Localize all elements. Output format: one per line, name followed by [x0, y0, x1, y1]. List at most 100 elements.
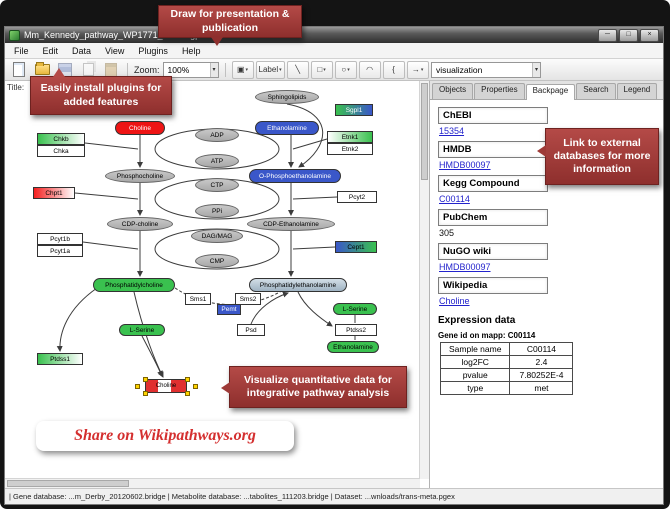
- visualization-combobox[interactable]: visualization ▾: [431, 61, 541, 78]
- node-o-phosphoethanolamine[interactable]: O-Phosphoethanolamine: [249, 169, 341, 183]
- node-l-serine[interactable]: L-Serine: [333, 303, 377, 315]
- node-psd[interactable]: Psd: [237, 324, 265, 336]
- selection-handle[interactable]: [193, 384, 198, 389]
- node-cdp-choline[interactable]: CDP-choline: [107, 217, 173, 231]
- expression-data-title: Expression data: [438, 315, 516, 326]
- node-phosphatidylethanolamine[interactable]: Phosphatidylethanolamine: [249, 278, 347, 292]
- node-label: Ptdss2: [346, 326, 366, 334]
- node-label: Ethanolamine: [267, 124, 307, 132]
- node-label: Chkb: [53, 135, 69, 143]
- backpage-header-hmdb: HMDB: [438, 141, 548, 158]
- datanode-tool[interactable]: ▣▾: [231, 60, 254, 79]
- line-tool[interactable]: ╲: [286, 60, 309, 79]
- selection-handle[interactable]: [135, 384, 140, 389]
- oval-tool[interactable]: ○▾: [334, 60, 357, 79]
- node-etnk2[interactable]: Etnk2: [327, 143, 373, 155]
- node-sms1[interactable]: Sms1: [185, 293, 211, 305]
- selection-handle[interactable]: [143, 391, 148, 396]
- node-label: L-Serine: [342, 305, 368, 313]
- node-choline[interactable]: Choline: [115, 121, 165, 135]
- oval-tool-glyph: ○: [341, 65, 347, 74]
- node-ethanolamine[interactable]: Ethanolamine: [327, 341, 379, 353]
- node-ctp[interactable]: CTP: [195, 178, 239, 192]
- node-sgpl1[interactable]: Sgpl1: [335, 104, 373, 116]
- node-phosphatidylcholine[interactable]: Phosphatidylcholine: [93, 278, 175, 292]
- tab-backpage[interactable]: Backpage: [525, 84, 576, 100]
- vertical-scrollbar-thumb[interactable]: [421, 83, 428, 180]
- node-cdp-ethanolamine[interactable]: CDP-Ethanolamine: [247, 217, 335, 231]
- open-button[interactable]: [32, 60, 52, 79]
- node-pcyt1b[interactable]: Pcyt1b: [37, 233, 83, 245]
- node-etnk1[interactable]: Etnk1: [327, 131, 373, 143]
- label-tool[interactable]: Label▾: [255, 60, 285, 79]
- zoom-combobox[interactable]: 100% ▾: [162, 61, 219, 78]
- pathway-canvas[interactable]: Title:: [5, 81, 420, 479]
- node-ppi[interactable]: PPi: [195, 204, 239, 218]
- close-button[interactable]: ×: [640, 28, 659, 42]
- menu-help[interactable]: Help: [181, 45, 201, 56]
- node-pcyt2[interactable]: Pcyt2: [337, 191, 377, 203]
- tab-search[interactable]: Search: [576, 83, 616, 99]
- chevron-down-icon: ▾: [209, 62, 218, 77]
- tab-properties[interactable]: Properties: [474, 83, 525, 99]
- callout-share: Share on Wikipathways.org: [36, 421, 294, 451]
- chevron-down-icon: ▾: [531, 62, 540, 77]
- menu-file[interactable]: File: [14, 45, 29, 56]
- node-phosphocholine[interactable]: Phosphocholine: [105, 169, 175, 183]
- node-chka[interactable]: Chka: [37, 145, 85, 157]
- tab-legend[interactable]: Legend: [616, 83, 658, 99]
- new-file-button[interactable]: [9, 60, 29, 79]
- horizontal-scrollbar-thumb[interactable]: [7, 480, 129, 487]
- selection-handle[interactable]: [185, 391, 190, 396]
- node-adp[interactable]: ADP: [195, 128, 239, 142]
- backpage-value-nugo-wiki[interactable]: HMDB00097: [439, 262, 491, 272]
- window-controls: ─ □ ×: [598, 28, 659, 42]
- backpage-value-kegg-compound[interactable]: C00114: [439, 194, 470, 204]
- node-sphingolipids[interactable]: Sphingolipids: [255, 90, 319, 104]
- node-ptdss1[interactable]: Ptdss1: [37, 353, 83, 365]
- node-ptdss2[interactable]: Ptdss2: [335, 324, 377, 336]
- brace-tool[interactable]: {: [382, 60, 405, 79]
- selection-handle[interactable]: [185, 377, 190, 382]
- backpage-value-chebi[interactable]: 15354: [439, 126, 465, 136]
- toolbar-separator: [127, 62, 128, 77]
- node-cept1[interactable]: Cept1: [335, 241, 377, 253]
- connector-tool[interactable]: →▾: [406, 60, 429, 79]
- node-choline[interactable]: Choline: [135, 377, 198, 396]
- tab-objects[interactable]: Objects: [432, 83, 474, 99]
- menu-view[interactable]: View: [105, 45, 125, 56]
- menu-data[interactable]: Data: [72, 45, 92, 56]
- node-sms2[interactable]: Sms2: [235, 293, 261, 305]
- menu-edit[interactable]: Edit: [42, 45, 59, 56]
- gene-id-line: Gene id on mapp: C00114: [438, 331, 536, 340]
- node-chkb[interactable]: Chkb: [37, 133, 85, 145]
- node-ethanolamine[interactable]: Ethanolamine: [255, 121, 319, 135]
- node-pemt[interactable]: Pemt: [217, 304, 241, 315]
- node-atp[interactable]: ATP: [195, 154, 239, 168]
- shape-tool[interactable]: □▾: [310, 60, 333, 79]
- node-label: PPi: [211, 207, 223, 215]
- node-cmp[interactable]: CMP: [195, 254, 239, 268]
- node-l-serine[interactable]: L-Serine: [119, 324, 165, 336]
- node-dag-mag[interactable]: DAG/MAG: [191, 229, 243, 243]
- selection-handle[interactable]: [143, 377, 148, 382]
- copy-button[interactable]: [78, 60, 98, 79]
- menu-plugins[interactable]: Plugins: [138, 45, 168, 56]
- node-label: Choline: [155, 383, 177, 389]
- menu-bar: File Edit Data View Plugins Help: [5, 43, 663, 59]
- backpage-value-wikipedia[interactable]: Choline: [439, 296, 470, 306]
- maximize-button[interactable]: □: [619, 28, 638, 42]
- chevron-down-icon: ▾: [323, 66, 326, 73]
- node-label: Chpt1: [45, 189, 63, 197]
- backpage-value-hmdb[interactable]: HMDB00097: [439, 160, 491, 170]
- arc-tool[interactable]: ◠: [358, 60, 381, 79]
- node-label: CTP: [210, 181, 224, 189]
- node-pcyt1a[interactable]: Pcyt1a: [37, 245, 83, 257]
- minimize-button[interactable]: ─: [598, 28, 617, 42]
- node-chpt1[interactable]: Chpt1: [33, 187, 75, 199]
